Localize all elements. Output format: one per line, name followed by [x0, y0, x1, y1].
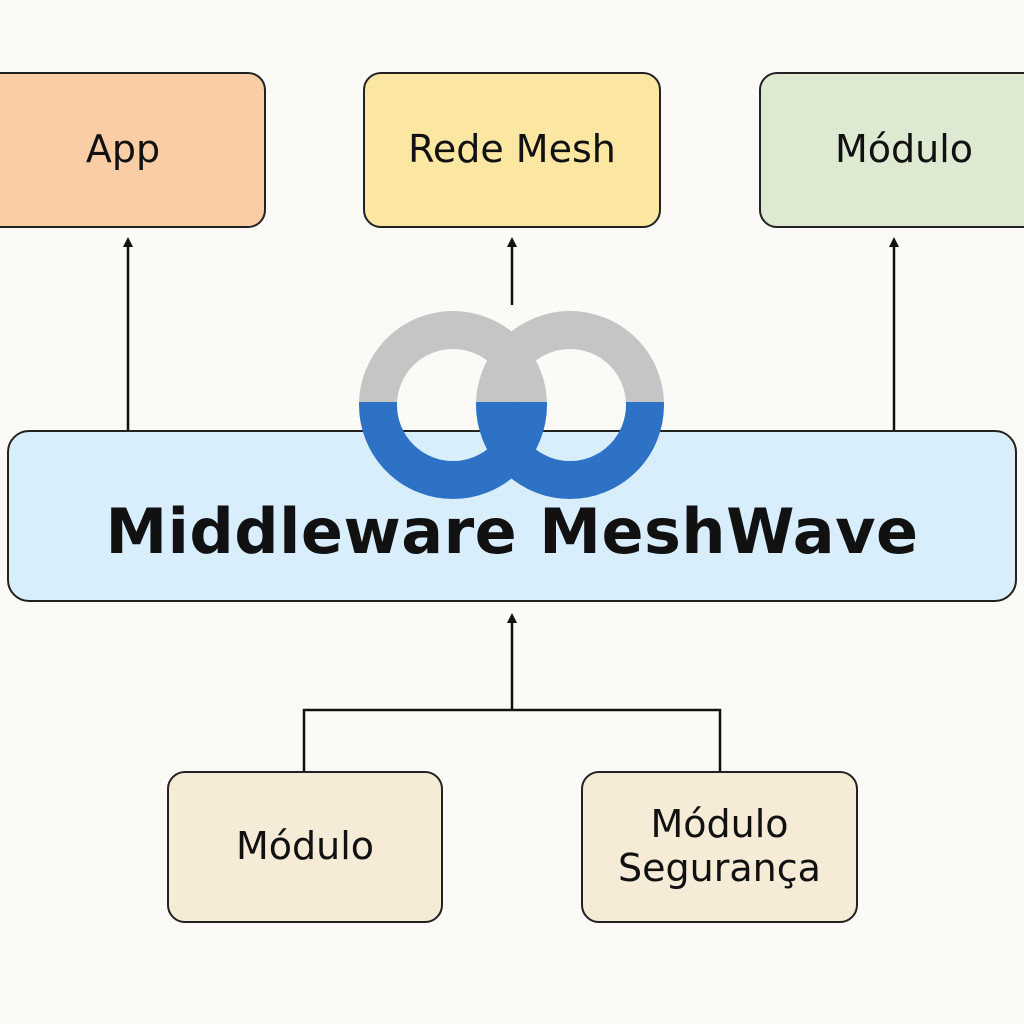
connector-bottom-modules: [302, 708, 722, 771]
app-node: App: [0, 72, 266, 228]
app-label: App: [85, 127, 161, 172]
modulo-bottom-node: Módulo: [167, 771, 443, 923]
modulo-top-node: Módulo: [759, 72, 1024, 228]
rede-mesh-node: Rede Mesh: [363, 72, 661, 228]
modulo-seguranca-label: Módulo Segurança: [618, 802, 821, 890]
middleware-label: Middleware MeshWave: [105, 495, 919, 569]
middleware-node: Middleware MeshWave: [7, 430, 1017, 602]
modulo-top-label: Módulo: [834, 127, 974, 172]
modulo-bottom-label: Módulo: [235, 824, 375, 869]
rede-mesh-label: Rede Mesh: [408, 127, 616, 172]
modulo-seguranca-node: Módulo Segurança: [581, 771, 858, 923]
